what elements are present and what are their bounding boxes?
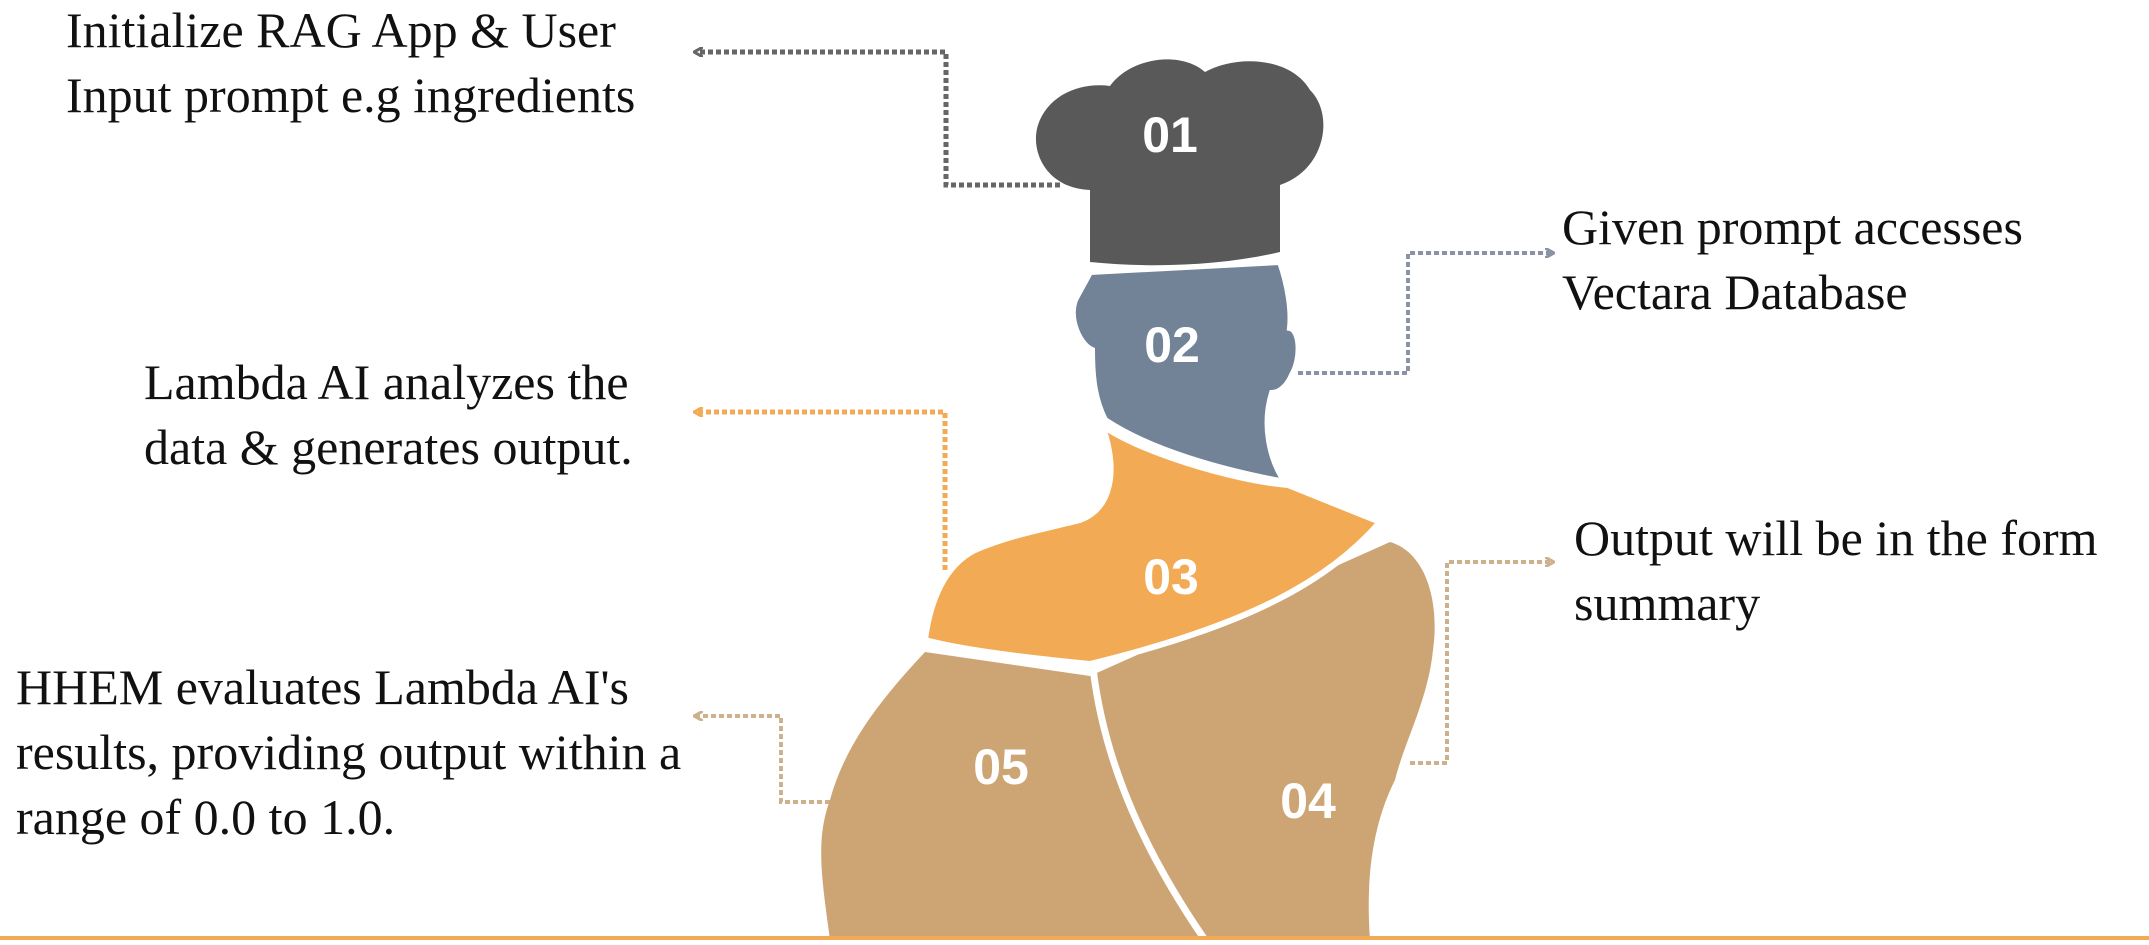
bottom-rule <box>0 936 2149 940</box>
step-05-line-3: range of 0.0 to 1.0. <box>16 789 396 845</box>
back-divider-line <box>1089 667 1208 942</box>
step-04-number: 04 <box>1280 773 1336 829</box>
step-04-label: Output will be in the form summary <box>1574 506 2098 636</box>
chef-hat-shape <box>1035 59 1324 266</box>
chef-body-shape <box>821 542 1435 940</box>
step-05-line-2: results, providing output within a <box>16 724 682 780</box>
connector-01 <box>695 52 1060 188</box>
step-03-label: Lambda AI analyzes the data & generates … <box>144 350 633 480</box>
connector-03 <box>695 412 948 570</box>
step-05-label: HHEM evaluates Lambda AI's results, prov… <box>16 655 681 850</box>
step-03-line-1: Lambda AI analyzes the <box>144 354 629 410</box>
connector-02 <box>1290 253 1553 375</box>
step-01-line-2: Input prompt e.g ingredients <box>66 67 636 123</box>
step-02-number: 02 <box>1144 317 1200 373</box>
step-04-line-2: summary <box>1574 575 1761 631</box>
connector-05 <box>695 716 830 804</box>
step-01-line-1: Initialize RAG App & User <box>66 2 616 58</box>
step-03-number: 03 <box>1143 549 1199 605</box>
chef-head-shape <box>1070 258 1302 487</box>
step-05-line-1: HHEM evaluates Lambda AI's <box>16 659 630 715</box>
step-02-line-2: Vectara Database <box>1562 264 1908 320</box>
step-02-line-1: Given prompt accesses <box>1562 199 2023 255</box>
step-03-line-2: data & generates output. <box>144 419 633 475</box>
step-02-label: Given prompt accesses Vectara Database <box>1562 195 2023 325</box>
connector-04 <box>1410 562 1553 765</box>
step-05-number: 05 <box>973 739 1029 795</box>
step-01-label: Initialize RAG App & User Input prompt e… <box>66 0 635 128</box>
step-04-line-1: Output will be in the form <box>1574 510 2098 566</box>
step-01-number: 01 <box>1142 107 1198 163</box>
